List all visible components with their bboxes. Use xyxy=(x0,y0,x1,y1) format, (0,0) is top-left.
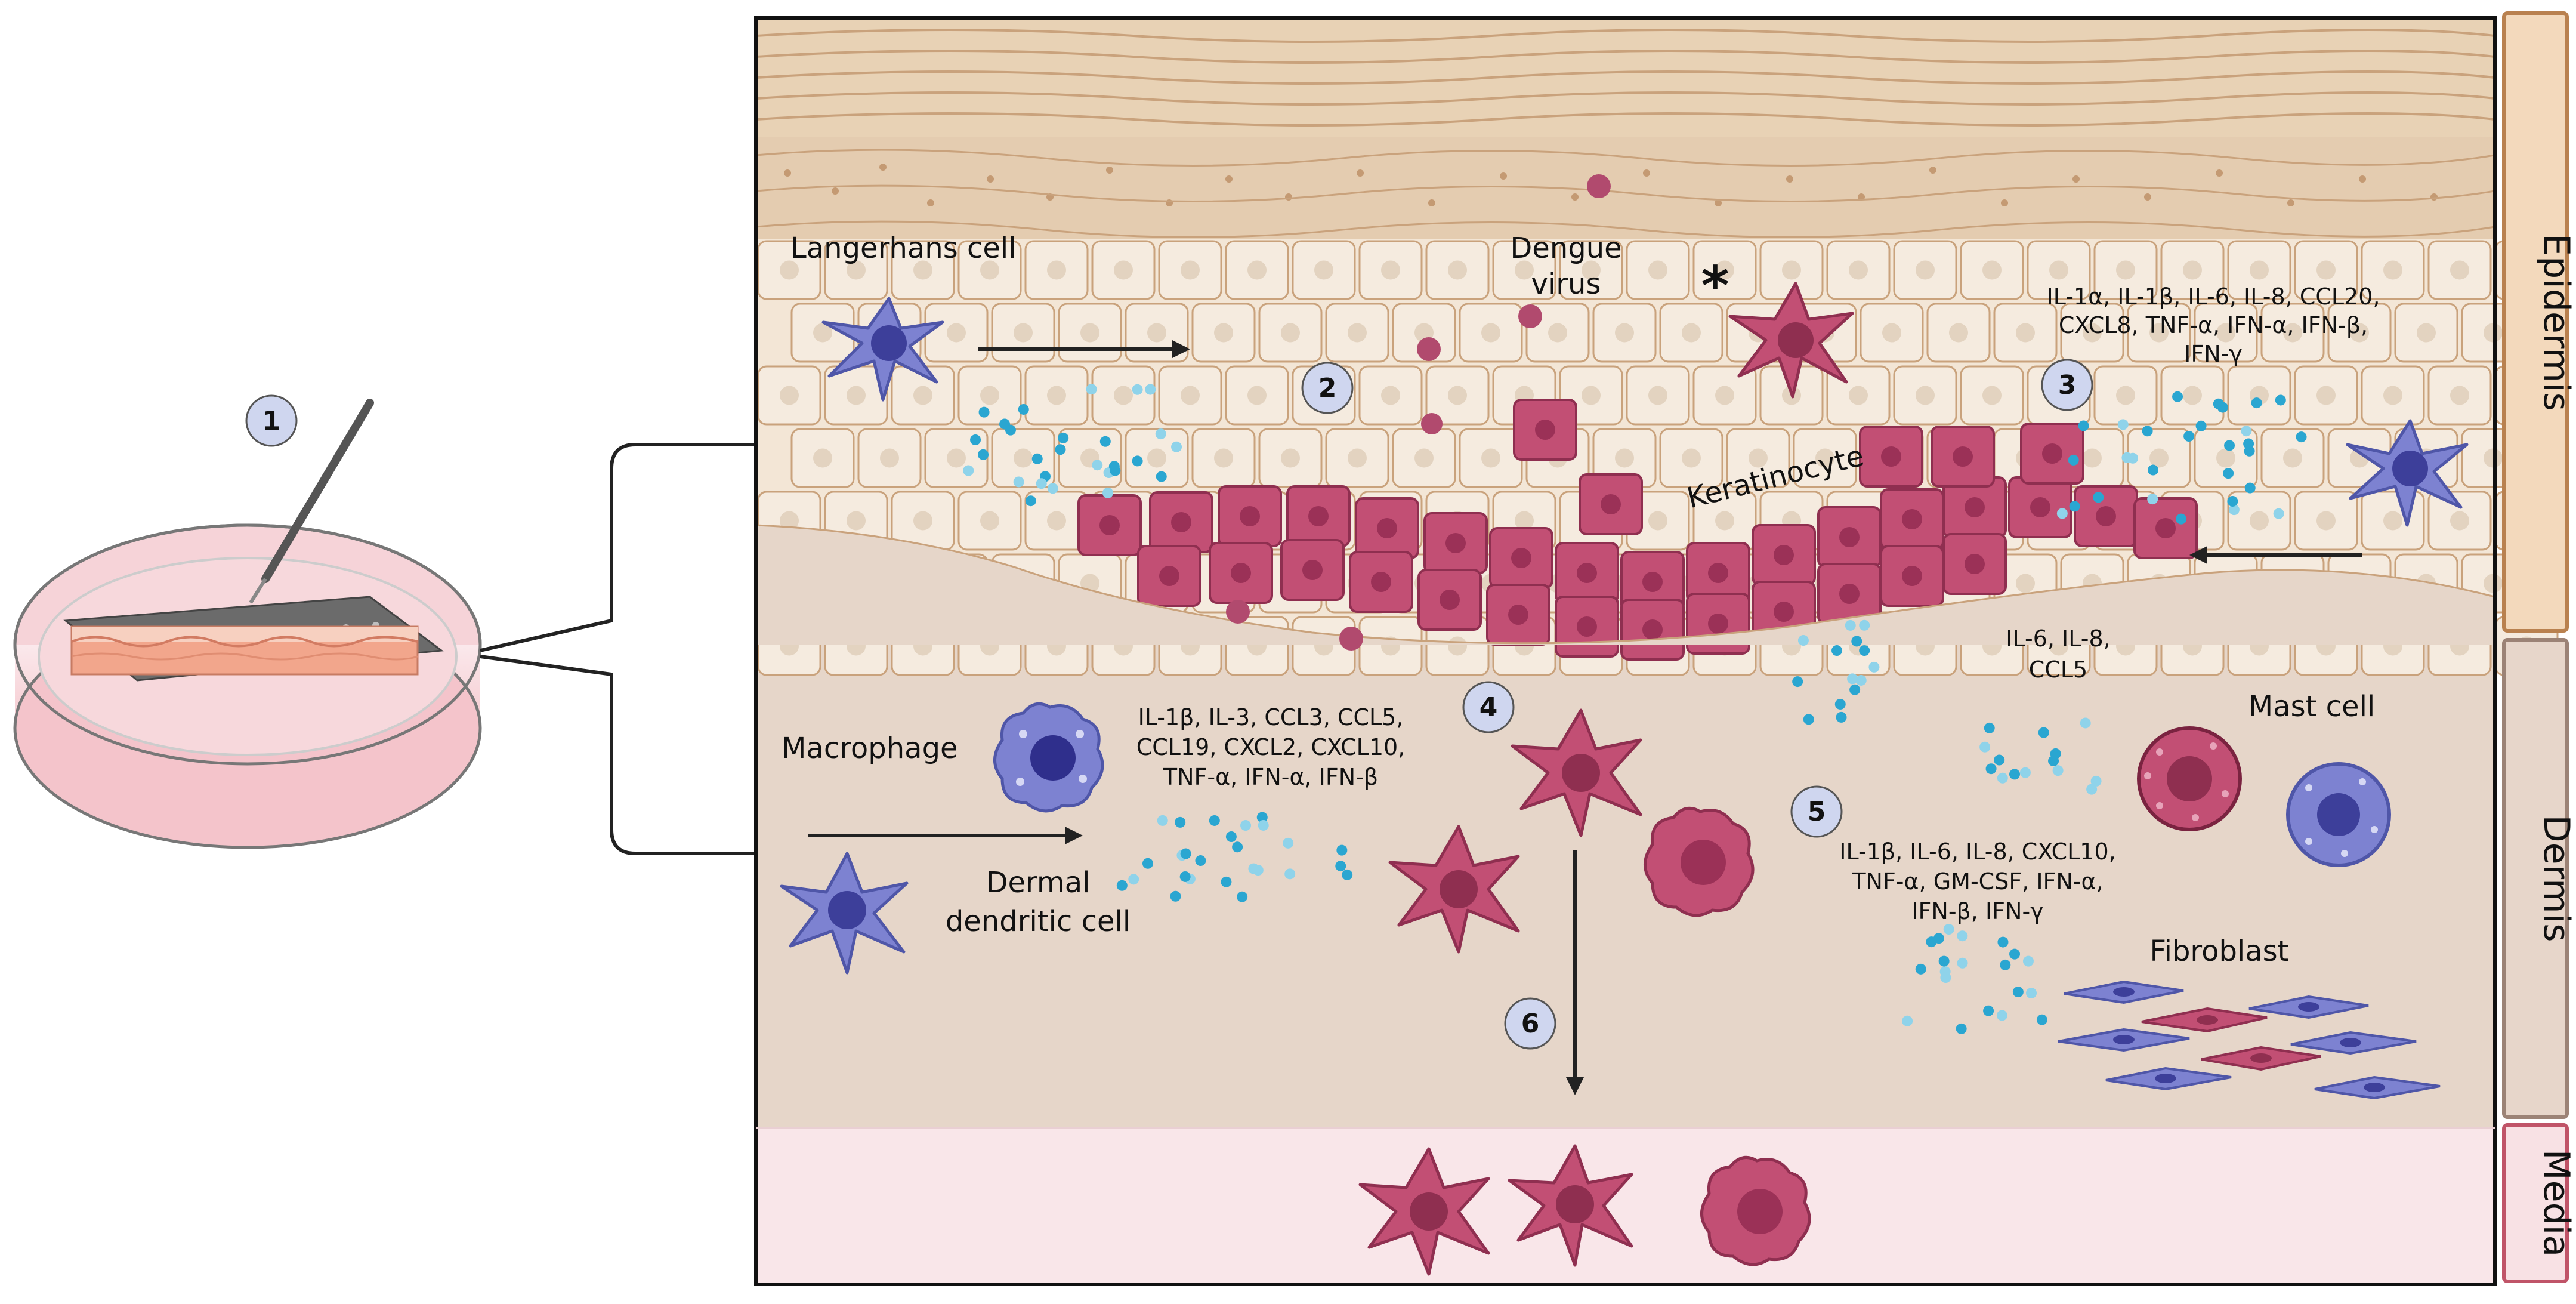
dermal-dc-label-line1: Dermal xyxy=(986,866,1091,899)
svg-text:4: 4 xyxy=(1479,692,1498,723)
svg-text:6: 6 xyxy=(1521,1009,1540,1039)
zoom-panel xyxy=(754,16,2559,1286)
langerhans-label: Langerhans cell xyxy=(790,232,1017,265)
macrophage-label: Macrophage xyxy=(782,732,958,765)
stratum-granulosum xyxy=(756,137,2495,239)
media-infected-macrophage xyxy=(1700,1155,1811,1266)
fibroblast-label: Fibroblast xyxy=(2149,935,2288,968)
mast-cytokines: IL-6, IL-8, CCL5 xyxy=(2006,625,2110,683)
keratinocyte-grid xyxy=(757,240,2559,676)
mast-cell-infected xyxy=(2137,726,2242,831)
media-infected-dc xyxy=(1358,1147,1490,1276)
dermal-dendritic-cell xyxy=(780,852,909,975)
migration-arrows xyxy=(808,340,2362,1095)
macrophage-cytokine-line: IL-1β, IL-3, CCL3, CCL5, xyxy=(1138,704,1404,730)
fibroblast-cytokines: IL-1β, IL-6, IL-8, CXCL10, TNF-α, GM-CSF… xyxy=(1839,838,2115,924)
layer-tab-dermis: Dermis xyxy=(2502,638,2576,1119)
zoom-bracket-top xyxy=(480,443,755,652)
epidermis-cytokines: IL-1α, IL-1β, IL-6, IL-8, CCL20, CXCL8, … xyxy=(2047,283,2380,367)
dermis-tab-label: Dermis xyxy=(2535,815,2576,942)
infected-dermal-dc-2 xyxy=(1388,825,1520,954)
langerhans-cell xyxy=(821,297,944,402)
macrophage xyxy=(993,702,1104,813)
epidermis-cytokine-line: CXCL8, TNF-α, IFN-α, IFN-β, xyxy=(2059,312,2368,338)
infected-keratinocytes xyxy=(1077,399,2198,661)
fibroblast-cytokine-line: IL-1β, IL-6, IL-8, CXCL10, xyxy=(1839,838,2115,865)
dengue-virions xyxy=(1226,174,1611,651)
svg-text:2: 2 xyxy=(1318,373,1337,403)
infected-dermal-dc xyxy=(1511,708,1642,837)
epidermis-tab-label: Epidermis xyxy=(2535,233,2576,411)
cytokine-dots xyxy=(963,384,2307,1034)
layer-tab-epidermis: Epidermis xyxy=(2502,11,2576,633)
step-badge-4: 4 xyxy=(1462,681,1515,733)
step-badge-2: 2 xyxy=(1301,362,1354,414)
layer-tab-media: Media xyxy=(2502,1123,2576,1283)
svg-text:1: 1 xyxy=(262,406,281,436)
skin-explant xyxy=(70,625,419,676)
media-tab-label: Media xyxy=(2535,1149,2576,1257)
macrophage-cytokine-line: TNF-α, IFN-α, IFN-β xyxy=(1163,764,1378,790)
dermal-dc-label-line2: dendritic cell xyxy=(946,905,1131,938)
mast-cell-label: Mast cell xyxy=(2248,690,2376,723)
step-badge-1: 1 xyxy=(245,394,298,447)
fibroblasts xyxy=(2058,980,2441,1100)
step-badge-3: 3 xyxy=(2041,359,2093,411)
media-region xyxy=(756,1128,2495,1284)
svg-text:5: 5 xyxy=(1808,797,1826,827)
step-badge-6: 6 xyxy=(1504,997,1556,1050)
mast-cytokine-line: CCL5 xyxy=(2029,656,2087,683)
macrophage-cytokine-line: CCL19, CXCL2, CXCL10, xyxy=(1136,734,1406,760)
epidermis-cytokine-line: IFN-γ xyxy=(2184,341,2243,367)
macrophage-cytokines: IL-1β, IL-3, CCL3, CCL5, CCL19, CXCL2, C… xyxy=(1136,704,1406,790)
infected-macrophage xyxy=(1644,806,1755,917)
mast-cell xyxy=(2286,762,2391,867)
zoom-bracket-bottom xyxy=(480,655,755,855)
svg-text:3: 3 xyxy=(2058,370,2077,400)
dengue-label-line1: Dengue xyxy=(1510,232,1621,265)
epidermis-cytokine-line: IL-1α, IL-1β, IL-6, IL-8, CCL20, xyxy=(2047,283,2380,310)
langerhans-cell-right xyxy=(2346,419,2469,527)
dengue-label-line2: virus xyxy=(1531,267,1601,301)
step-badge-5: 5 xyxy=(1790,785,1843,838)
scalpel xyxy=(261,399,374,583)
petri-dish xyxy=(13,399,482,849)
media-infected-dc-2 xyxy=(1508,1144,1633,1267)
asterisk-marker: * xyxy=(1701,255,1729,317)
mast-cytokine-line: IL-6, IL-8, xyxy=(2006,625,2110,652)
stratum-corneum xyxy=(756,18,2495,137)
fibroblast-cytokine-line: IFN-β, IFN-γ xyxy=(1911,898,2043,924)
infected-dendritic-cell xyxy=(1728,282,1854,399)
fibroblast-cytokine-line: TNF-α, GM-CSF, IFN-α, xyxy=(1851,868,2103,895)
